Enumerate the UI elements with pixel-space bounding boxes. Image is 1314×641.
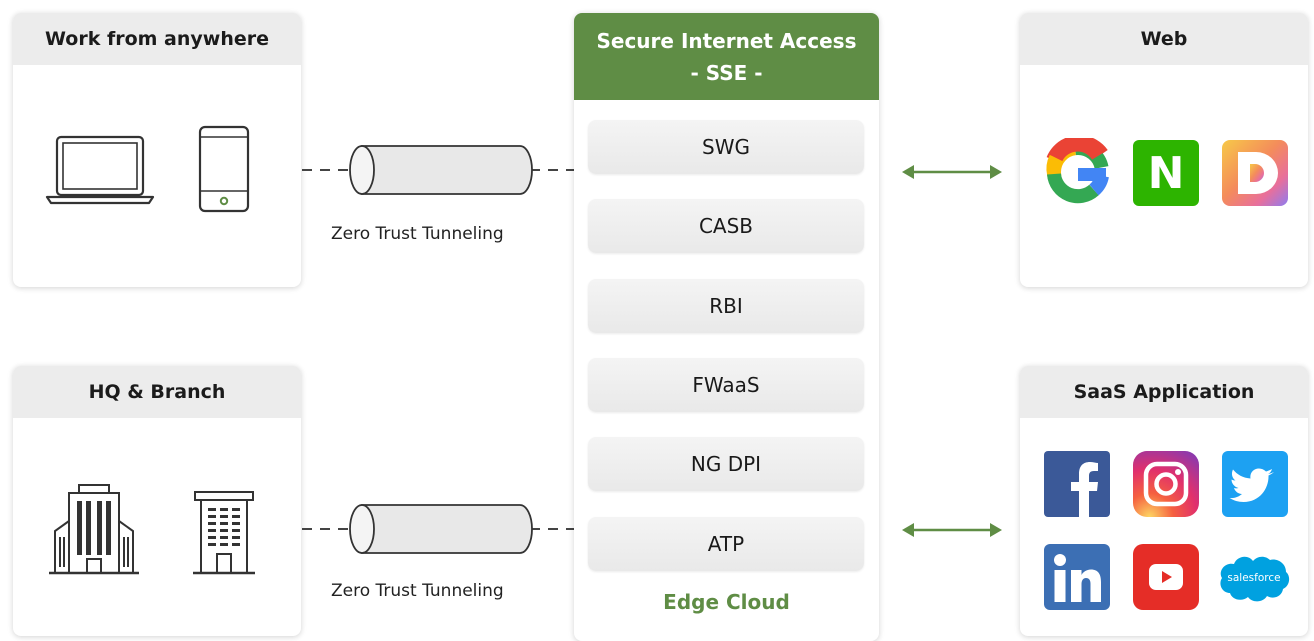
web-arrow bbox=[902, 165, 1002, 179]
service-ng-dpi: NG DPI bbox=[588, 437, 864, 491]
tunnel-top-label: Zero Trust Tunneling bbox=[331, 224, 504, 244]
facebook-icon bbox=[1044, 451, 1110, 517]
branch-building-icon bbox=[193, 491, 255, 575]
web-card: Web N bbox=[1020, 13, 1308, 287]
sse-header: Secure Internet Access - SSE - bbox=[574, 13, 879, 100]
hq-branch-title: HQ & Branch bbox=[13, 366, 301, 418]
work-from-anywhere-title: Work from anywhere bbox=[13, 13, 301, 65]
service-casb: CASB bbox=[588, 199, 864, 253]
salesforce-icon: salesforce bbox=[1220, 556, 1290, 602]
sse-panel: Secure Internet Access - SSE - SWG CASB … bbox=[574, 13, 879, 641]
naver-icon: N bbox=[1133, 140, 1199, 206]
daum-icon bbox=[1222, 140, 1288, 206]
web-title: Web bbox=[1020, 13, 1308, 65]
service-atp: ATP bbox=[588, 517, 864, 571]
salesforce-text: salesforce bbox=[1227, 572, 1280, 584]
office-tower-icon bbox=[49, 484, 139, 575]
work-from-anywhere-card: Work from anywhere bbox=[13, 13, 301, 287]
service-fwaas: FWaaS bbox=[588, 358, 864, 412]
saas-card: SaaS Application bbox=[1020, 366, 1308, 636]
tunnel-bottom-connector bbox=[302, 504, 574, 554]
tunnel-top-connector bbox=[302, 145, 574, 195]
hq-branch-card: HQ & Branch bbox=[13, 366, 301, 636]
instagram-icon bbox=[1133, 451, 1199, 517]
linkedin-icon bbox=[1044, 544, 1110, 610]
smartphone-icon bbox=[198, 125, 250, 213]
edge-cloud-label: Edge Cloud bbox=[663, 590, 790, 614]
youtube-icon bbox=[1133, 544, 1199, 610]
sse-subtitle: - SSE - bbox=[690, 60, 763, 85]
saas-arrow bbox=[902, 523, 1002, 537]
google-icon bbox=[1044, 138, 1112, 206]
twitter-icon bbox=[1222, 451, 1288, 517]
saas-title: SaaS Application bbox=[1020, 366, 1308, 418]
laptop-icon bbox=[45, 135, 155, 205]
sse-title: Secure Internet Access bbox=[596, 28, 857, 53]
service-rbi: RBI bbox=[588, 279, 864, 333]
tunnel-bottom-label: Zero Trust Tunneling bbox=[331, 581, 504, 601]
service-swg: SWG bbox=[588, 120, 864, 174]
